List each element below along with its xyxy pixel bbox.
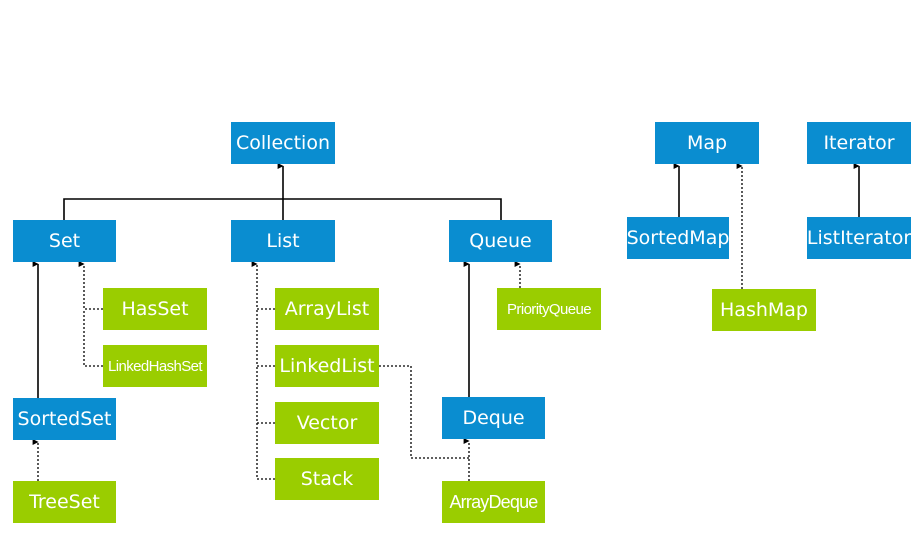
node-stack: Stack (275, 458, 379, 500)
node-hasset: HasSet (103, 288, 207, 330)
edge-arraylist-list (251, 261, 275, 310)
node-queue: Queue (449, 220, 552, 262)
node-arraylist: ArrayList (275, 288, 379, 330)
node-arraydeque: ArrayDeque (442, 481, 545, 523)
edge-linkedhashset-set (83, 309, 103, 367)
edge-queue-collection (283, 198, 502, 220)
node-vector: Vector (275, 402, 379, 444)
edge-linkedlist-deque (379, 365, 469, 459)
node-linkedhashset: LinkedHashSet (103, 345, 207, 387)
node-iterator: Iterator (807, 122, 911, 164)
node-sortedmap: SortedMap (627, 217, 729, 259)
node-treeset: TreeSet (13, 481, 116, 523)
edge-vector-list (256, 366, 275, 424)
edge-linkedlist-list (256, 309, 275, 367)
node-collection: Collection (231, 122, 335, 164)
node-map: Map (655, 122, 759, 164)
node-listiterator: ListIterator (807, 217, 911, 259)
node-set: Set (13, 220, 116, 262)
node-deque: Deque (442, 397, 545, 439)
node-list: List (231, 220, 335, 262)
edge-set-collection (63, 198, 283, 220)
node-priorityqueue: PriorityQueue (497, 288, 601, 330)
node-linkedlist: LinkedList (275, 345, 379, 387)
edge-stack-list (256, 423, 275, 480)
edge-hasset-set (78, 261, 103, 310)
node-hashmap: HashMap (712, 289, 816, 331)
node-sortedset: SortedSet (13, 398, 116, 440)
